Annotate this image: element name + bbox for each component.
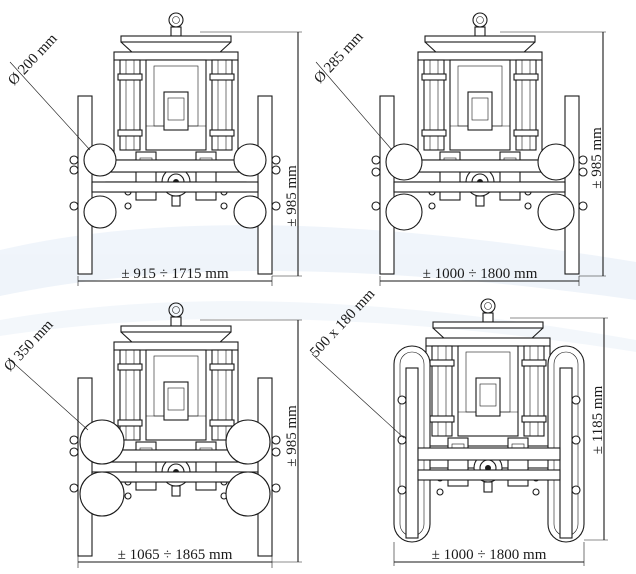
height-label-3: ± 985 mm (284, 405, 300, 467)
width-range-label-2: ± 1000 ÷ 1800 mm (423, 266, 538, 282)
width-range-label-4: ± 1000 ÷ 1800 mm (432, 547, 547, 563)
lifter-drawing-200mm (69, 12, 281, 275)
pad-diameter-label-1: Ø 200 mm (5, 31, 61, 89)
lifter-drawing-500x180mm (393, 298, 585, 543)
width-range-label-1: ± 915 ÷ 1715 mm (121, 266, 229, 282)
lifter-drawing-350mm (69, 302, 281, 557)
background-watermark (0, 225, 636, 352)
pad-size-label-4: 500 x 180 mm (307, 286, 378, 361)
height-label-1: ± 985 mm (284, 165, 300, 227)
dimension-lines-panel-3 (7, 319, 302, 568)
width-range-label-3: ± 1065 ÷ 1865 mm (118, 547, 233, 563)
dimension-lines-panel-1 (9, 31, 302, 286)
dimension-lines-panel-4 (311, 317, 608, 566)
height-label-4: ± 1185 mm (590, 385, 606, 454)
height-label-2: ± 985 mm (589, 127, 605, 189)
lifter-drawing-285mm (371, 12, 588, 275)
dimension-lines-panel-2 (315, 31, 606, 286)
pad-diameter-label-2: Ø 285 mm (311, 29, 367, 87)
